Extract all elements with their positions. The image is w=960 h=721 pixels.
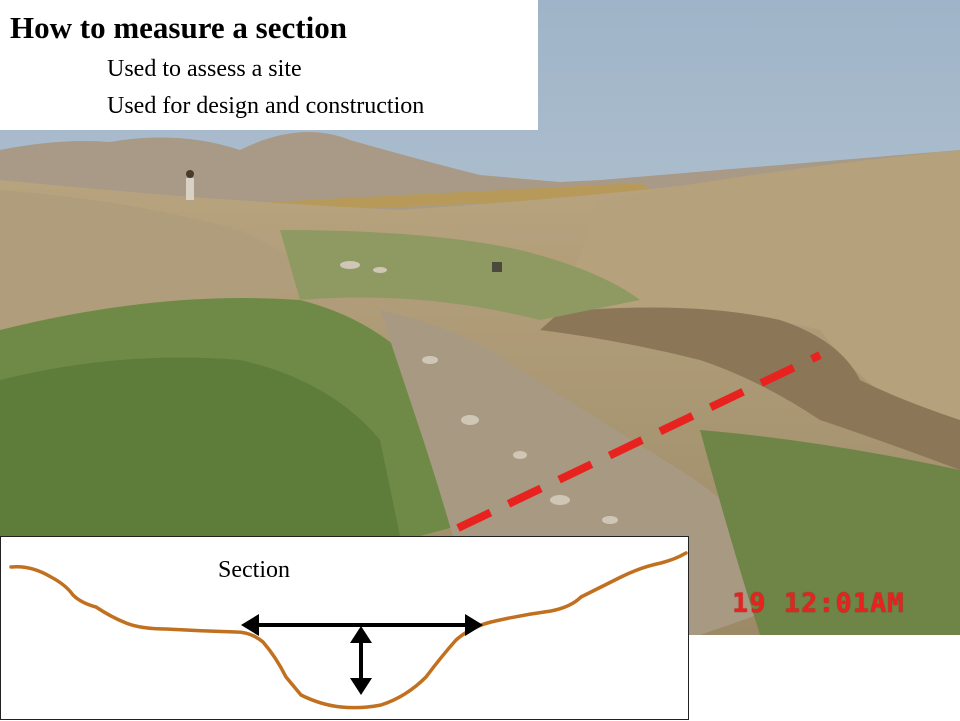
person-figure [492, 262, 502, 272]
slide-title: How to measure a section [10, 10, 347, 45]
photo-timestamp: 19 12:01AM [732, 588, 905, 619]
section-diagram-panel: Section [0, 536, 689, 720]
right-embankment [560, 150, 960, 430]
section-diagram [9, 551, 688, 710]
bullet-assess-site: Used to assess a site [107, 56, 302, 82]
section-line [456, 351, 822, 532]
depth-arrow [350, 626, 372, 695]
person-figure [186, 170, 194, 200]
channel-profile [9, 551, 688, 710]
width-arrow [241, 614, 483, 636]
bullet-design-construction: Used for design and construction [107, 93, 425, 119]
title-box: How to measure a section Used to assess … [0, 0, 538, 130]
section-label: Section [218, 557, 290, 583]
